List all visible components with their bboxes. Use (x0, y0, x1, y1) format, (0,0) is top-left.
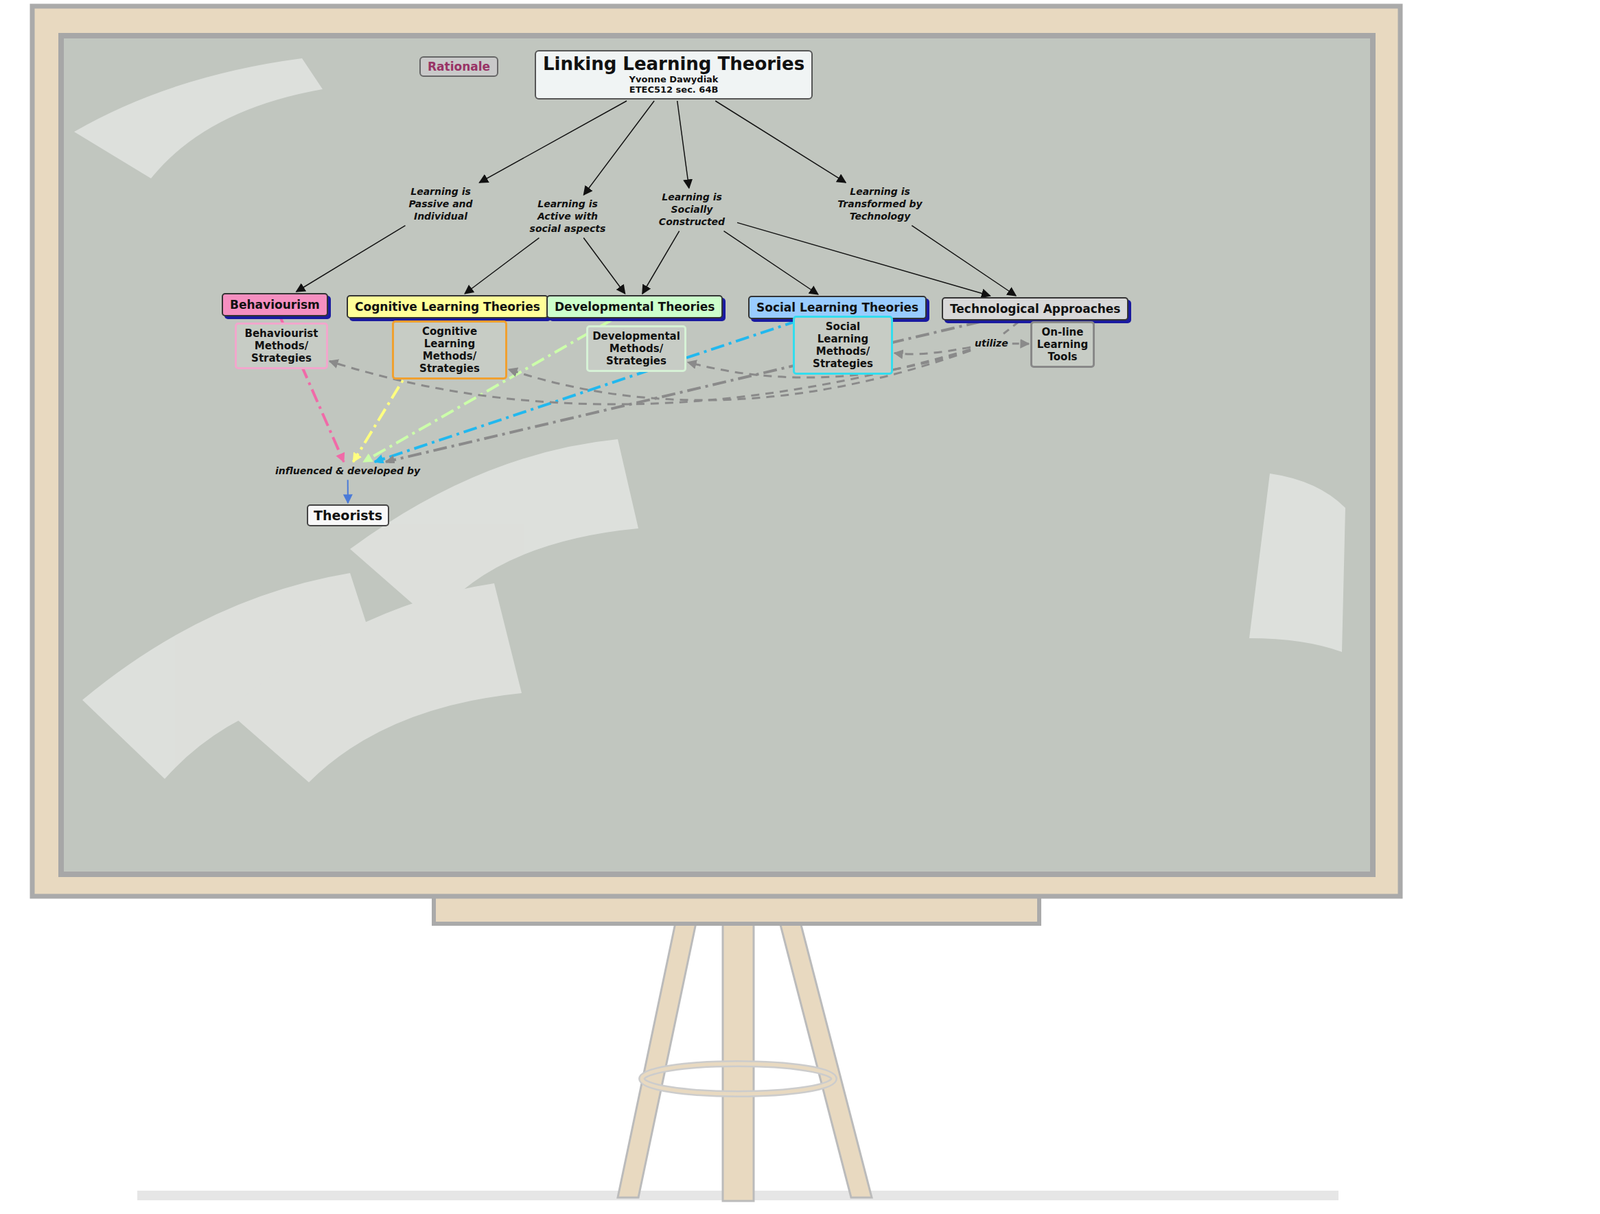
node-label: Learning is Transformed by Technology (835, 185, 925, 224)
concept-box: Technological Approaches (941, 297, 1129, 321)
node-label: Cognitive Learning Theories (354, 299, 541, 314)
linking-phrase: influenced & developed by (272, 463, 423, 479)
node-subtitle: Yvonne Dawydiak (542, 74, 805, 85)
node-label: Technological Approaches (949, 302, 1121, 316)
connector (715, 100, 846, 183)
connector (296, 225, 406, 292)
rationale-box: Rationale (419, 56, 499, 77)
node-label: Social Learning Methods/ Strategies (798, 320, 887, 370)
concept-box: Developmental Theories (546, 295, 723, 319)
linking-phrase: Learning is Transformed by Technology (832, 183, 928, 225)
node-label: influenced & developed by (275, 464, 421, 478)
connector (479, 100, 627, 183)
connector (911, 225, 1016, 296)
connector (1012, 342, 1029, 345)
connector (894, 347, 971, 355)
linking-phrase: Learning is Passive and Individual (393, 183, 489, 225)
linking-phrase: Learning is Active with social aspects (520, 196, 616, 237)
connector (737, 222, 991, 296)
node-label: Developmental Theories (554, 299, 715, 314)
node-label: Cognitive Learning Methods/ Strategies (398, 325, 502, 375)
concept-box: Theorists (306, 504, 390, 527)
board-frame (32, 6, 1401, 897)
tool-box: On-line Learning Tools (1030, 321, 1095, 368)
methods-box: Social Learning Methods/ Strategies (792, 315, 894, 375)
node-label: Learning is Passive and Individual (396, 185, 486, 224)
node-label: Theorists (313, 507, 383, 524)
board-surface (61, 35, 1373, 875)
node-subtitle: ETEC512 sec. 64B (542, 84, 805, 95)
connector (363, 319, 612, 462)
methods-box: Cognitive Learning Methods/ Strategies (391, 320, 508, 380)
connector (723, 231, 818, 295)
connector (677, 100, 690, 189)
node-label: Behaviourism (229, 297, 320, 312)
node-label: Behaviourist Methods/ Strategies (240, 327, 322, 365)
connector (642, 231, 680, 294)
methods-box: Developmental Methods/ Strategies (586, 325, 687, 373)
connector (374, 320, 799, 462)
connector (347, 479, 349, 504)
node-label: utilize (974, 337, 1009, 350)
node-label: Linking Learning Theories (542, 53, 805, 75)
linking-phrase: utilize (971, 335, 1012, 351)
connector (583, 238, 625, 294)
root-concept: Linking Learning TheoriesYvonne Dawydiak… (534, 50, 813, 100)
node-label: Learning is Socially Constructed (650, 190, 734, 229)
connector (508, 350, 971, 401)
node-label: Learning is Active with social aspects (523, 197, 613, 236)
concept-box: Behaviourism (221, 293, 329, 317)
paper-sheets (74, 58, 1346, 783)
linking-phrase: Learning is Socially Constructed (647, 189, 736, 230)
node-label: Social Learning Theories (756, 300, 919, 315)
connector (464, 238, 539, 294)
methods-box: Behaviourist Methods/ Strategies (234, 322, 329, 370)
connector (1002, 321, 1019, 335)
connector (583, 100, 655, 195)
easel-legs (617, 919, 872, 1202)
node-label: On-line Learning Tools (1036, 326, 1089, 364)
concept-box: Cognitive Learning Theories (346, 295, 549, 319)
node-label: Developmental Methods/ Strategies (592, 330, 681, 368)
node-label: Rationale (427, 59, 491, 74)
